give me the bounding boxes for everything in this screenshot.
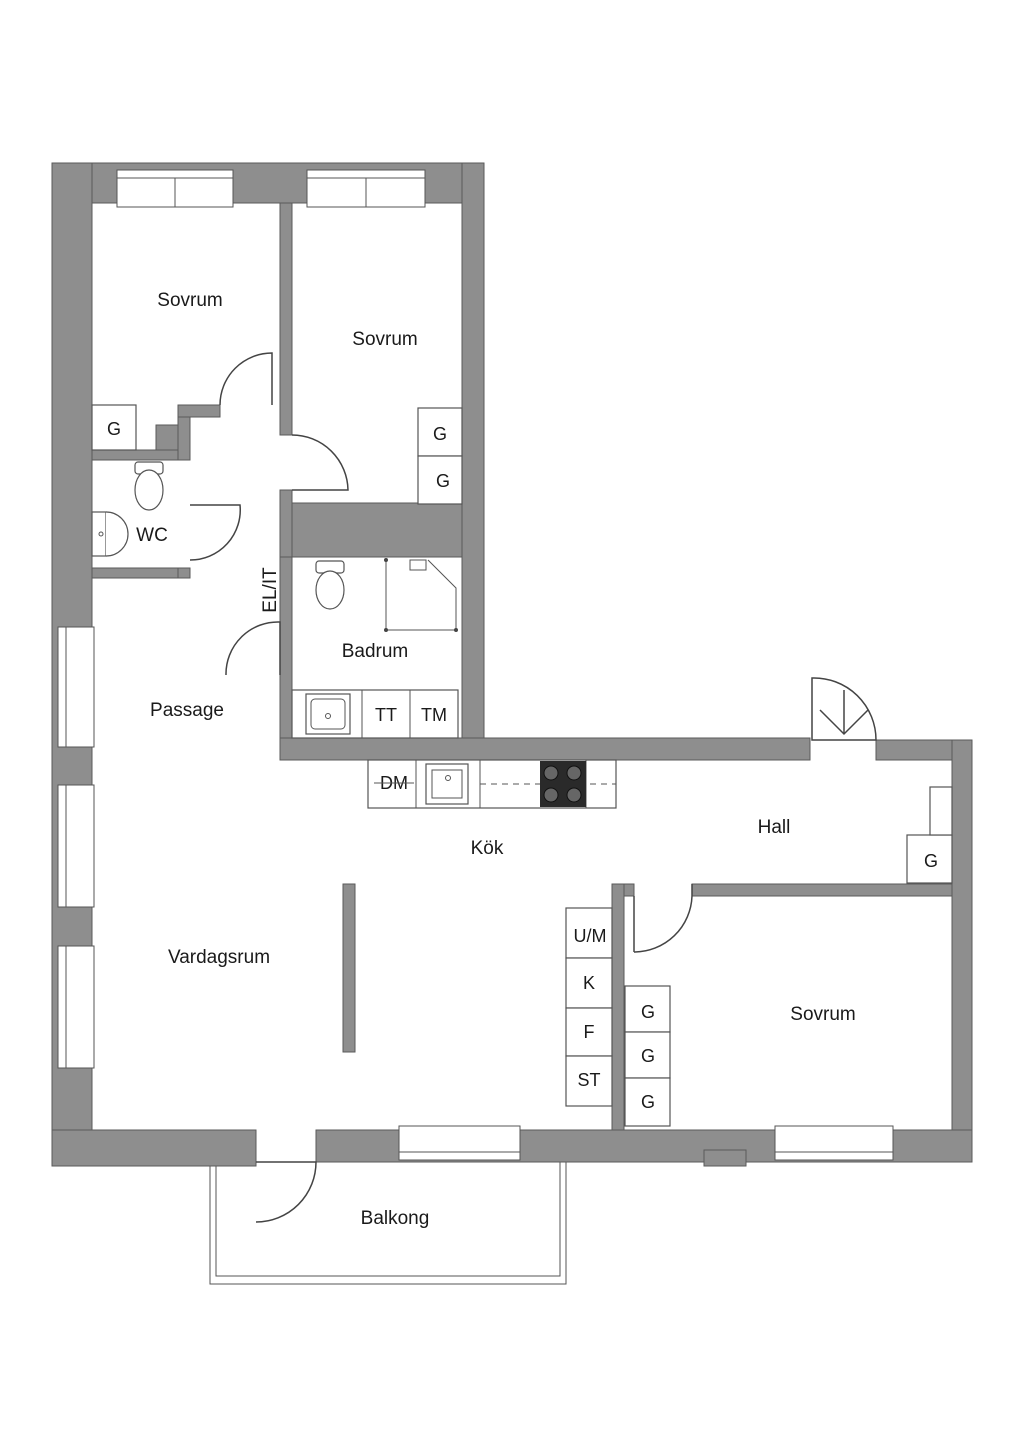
cabinet-label-tm: TM (421, 705, 447, 725)
cabinet-label-g: G (641, 1046, 655, 1066)
window-bottom-2 (774, 1125, 894, 1161)
cabinet-label-g: G (641, 1002, 655, 1022)
fixtures (91, 461, 586, 807)
cabinet-label-g: G (436, 471, 450, 491)
label-el-it: EL/IT (260, 567, 281, 613)
door-balcony (255, 1161, 317, 1223)
cabinet-label-g: G (924, 851, 938, 871)
cabinet-label-f: F (584, 1022, 595, 1042)
door-bedroom-2 (291, 434, 349, 491)
kitchen-sink-icon (425, 763, 469, 805)
room-label-wc: WC (136, 525, 168, 546)
window-left-2 (57, 784, 95, 908)
room-label-sovrum-1: Sovrum (157, 290, 222, 311)
cabinet-label-g: G (107, 419, 121, 439)
cabinet-label-st: ST (577, 1070, 600, 1090)
room-labels: Sovrum Sovrum WC Badrum Passage Kök Hall… (136, 290, 856, 1229)
doors (189, 352, 877, 1223)
room-label-balkong: Balkong (361, 1208, 430, 1229)
wc-toilet-icon (134, 461, 164, 511)
cabinet-label-k: K (583, 973, 595, 993)
window-bottom-1 (398, 1125, 521, 1161)
room-label-kok: Kök (471, 838, 504, 859)
door-entrance (811, 677, 877, 741)
bath-toilet-icon (315, 560, 345, 610)
windows (57, 169, 894, 1161)
room-label-badrum: Badrum (342, 641, 409, 662)
room-label-sovrum-3: Sovrum (790, 1004, 855, 1025)
cabinet-label-um: U/M (574, 926, 607, 946)
room-label-hall: Hall (758, 817, 791, 838)
room-label-sovrum-2: Sovrum (352, 329, 417, 350)
cabinet-labels: G G G G G G G TT TM DM U/M K F ST (107, 419, 938, 1112)
door-bathroom (225, 621, 281, 676)
entrance-arrow-icon (819, 690, 869, 736)
room-label-passage: Passage (150, 700, 224, 721)
cabinet-label-tt: TT (375, 705, 397, 725)
door-bedroom-3 (633, 884, 693, 953)
cabinet-label-g: G (433, 424, 447, 444)
door-wc (189, 504, 241, 561)
bath-basin-icon (305, 693, 351, 735)
cabinet-label-g: G (641, 1092, 655, 1112)
shower-icon (384, 558, 458, 632)
window-left-3 (57, 945, 95, 1069)
wc-basin-icon (91, 511, 129, 557)
room-label-vardagsrum: Vardagsrum (168, 947, 270, 968)
window-left-1 (57, 626, 95, 748)
door-bedroom-1 (219, 352, 273, 406)
